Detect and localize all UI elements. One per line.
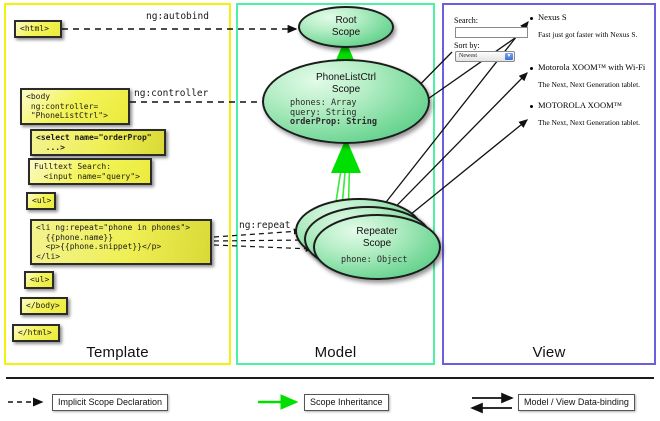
li-ngrepeat-box: <li ng:repeat="phone in phones"> {{phone… (30, 219, 212, 265)
legend-divider (6, 377, 654, 379)
panel-model-label: Model (314, 344, 357, 361)
list-bullet (530, 17, 533, 20)
phonelist-prop-query: query: String (290, 107, 357, 118)
ul-close-box: <ul> (24, 271, 54, 289)
select-orderprop-box: <select name="orderProp" ...> (30, 129, 166, 156)
view-sort-label: Sort by: (454, 41, 480, 50)
phone-snippet: The Next, Next Generation tablet. (538, 80, 641, 89)
html-open-box: <html> (14, 20, 62, 38)
chevron-down-icon: ▼ (505, 53, 513, 60)
body-close-box: </body> (20, 297, 68, 315)
phone-name: Nexus S (538, 12, 567, 22)
fulltext-search-box: Fulltext Search: <input name="query"> (28, 158, 152, 185)
repeater-prop-phone: phone: Object (341, 255, 408, 265)
repeater-scope-ellipse: Repeater Scope phone: Object (313, 214, 441, 280)
label-ng-autobind: ng:autobind (146, 11, 209, 22)
search-input[interactable] (455, 27, 528, 38)
list-bullet (530, 105, 533, 108)
panel-model: Model (236, 3, 435, 365)
phone-snippet: The Next, Next Generation tablet. (538, 118, 641, 127)
root-scope-title-line2: Scope (331, 27, 361, 38)
phone-name: MOTOROLA XOOM™ (538, 100, 622, 110)
body-controller-box: <body ng:controller= "PhoneListCtrl"> (20, 88, 130, 125)
sort-by-select[interactable]: Newest ▼ (455, 51, 515, 62)
phone-name: Motorola XOOM™ with Wi-Fi (538, 62, 646, 72)
legend-item-scope-inheritance: Scope Inheritance (304, 394, 389, 411)
root-scope-title-line1: Root (335, 15, 357, 26)
root-scope-ellipse: Root Scope (298, 6, 394, 48)
repeater-scope-title-line2: Scope (362, 238, 392, 249)
label-ng-controller: ng:controller (134, 88, 209, 99)
legend-item-implicit-scope-declaration: Implicit Scope Declaration (52, 394, 169, 411)
ul-open-box: <ul> (26, 192, 56, 210)
phonelistctrl-scope-ellipse: PhoneListCtrl Scope phones: Array query:… (262, 59, 430, 144)
phonelist-prop-orderprop: orderProp: String (290, 117, 377, 128)
phone-snippet: Fast just got faster with Nexus S. (538, 30, 638, 39)
panel-template-label: Template (86, 344, 149, 361)
label-ng-repeat: ng:repeat (239, 220, 291, 231)
phonelist-scope-title-line1: PhoneListCtrl (315, 72, 377, 83)
repeater-scope-title-line1: Repeater (356, 226, 398, 237)
legend-item-model-view-data-binding: Model / View Data-binding (518, 394, 635, 411)
list-bullet (530, 67, 533, 70)
phonelist-prop-phones: phones: Array (290, 98, 357, 108)
legend-double-arrow-icon (470, 392, 514, 414)
phonelist-scope-title-line2: Scope (331, 84, 361, 95)
view-search-label: Search: (454, 16, 478, 25)
html-close-box: </html> (12, 324, 60, 342)
panel-view-label: View (532, 344, 566, 361)
sort-by-selected-value: Newest (459, 53, 477, 59)
